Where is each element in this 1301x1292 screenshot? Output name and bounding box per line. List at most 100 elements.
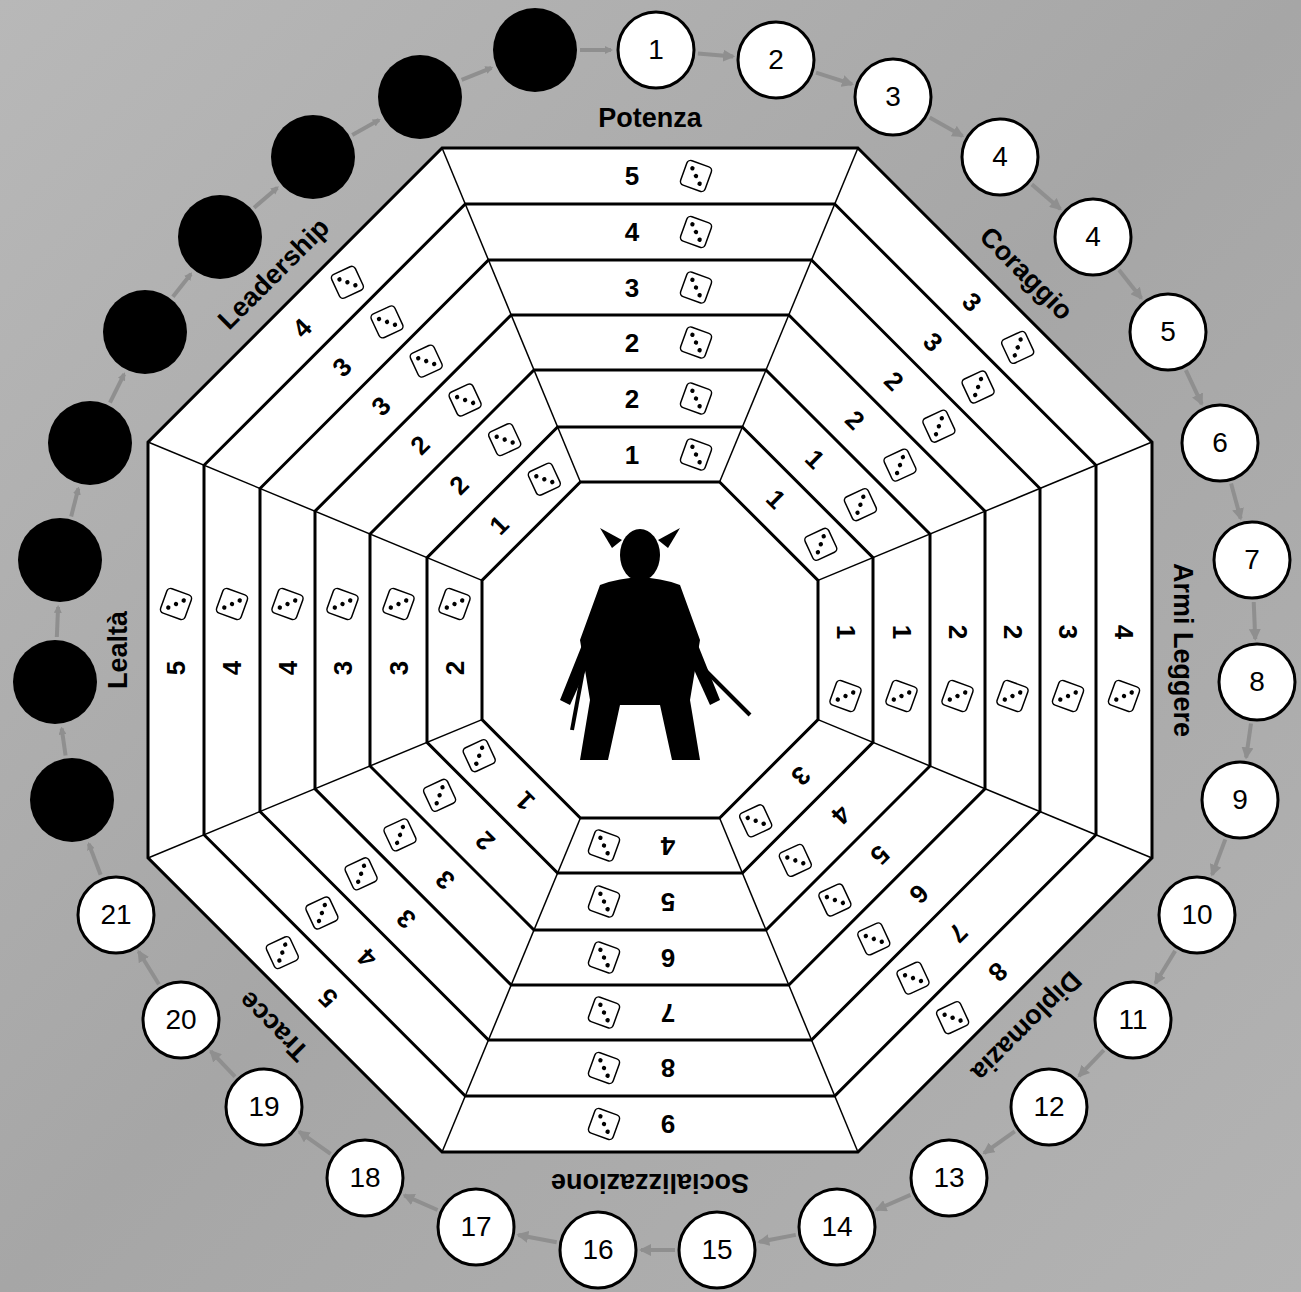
cell-value: 5 bbox=[866, 840, 895, 869]
ring-line bbox=[260, 260, 1040, 1040]
cell-value: 3 bbox=[386, 661, 412, 675]
cell-value: 2 bbox=[625, 330, 639, 356]
die-icon bbox=[487, 422, 522, 457]
track-arrow bbox=[1254, 602, 1256, 639]
die-icon bbox=[1051, 679, 1084, 712]
die-icon bbox=[409, 344, 444, 379]
track-arrow bbox=[462, 68, 492, 80]
die-icon bbox=[679, 438, 712, 471]
ring-line bbox=[370, 370, 930, 930]
step-number: 17 bbox=[436, 1187, 516, 1267]
die-icon bbox=[679, 271, 712, 304]
die-icon bbox=[818, 883, 853, 918]
cell-value: 4 bbox=[625, 219, 639, 245]
track-arrow bbox=[816, 73, 852, 84]
cell-divider bbox=[818, 720, 1152, 858]
cell-value: 7 bbox=[944, 918, 973, 947]
track-arrow bbox=[1032, 184, 1061, 209]
track-arrow bbox=[1246, 724, 1251, 758]
die-icon bbox=[422, 778, 457, 813]
track-circle: 21 bbox=[76, 875, 156, 955]
die-icon bbox=[265, 935, 300, 970]
track-circle: 8 bbox=[1217, 642, 1297, 722]
die-icon bbox=[679, 326, 712, 359]
cell-value: 2 bbox=[471, 826, 500, 855]
cell-value: 4 bbox=[275, 661, 301, 675]
track-circle: 20 bbox=[141, 980, 221, 1060]
cell-value: 1 bbox=[889, 625, 915, 639]
die-icon bbox=[935, 1000, 970, 1035]
track-arrow bbox=[71, 489, 78, 517]
track-circle-black bbox=[30, 758, 114, 842]
cell-value: 3 bbox=[330, 661, 356, 675]
track-arrow bbox=[1186, 370, 1202, 404]
cell-value: 4 bbox=[288, 313, 317, 342]
track-circle-black bbox=[271, 115, 355, 199]
track-arrow bbox=[930, 118, 963, 136]
step-number: 9 bbox=[1200, 760, 1280, 840]
track-arrow bbox=[352, 120, 379, 135]
cell-value: 1 bbox=[625, 442, 639, 468]
cell-value: 2 bbox=[945, 625, 971, 639]
track-circle: 16 bbox=[558, 1210, 638, 1290]
die-icon bbox=[305, 896, 340, 931]
track-circle: 13 bbox=[909, 1138, 989, 1218]
track-arrow bbox=[299, 1132, 330, 1154]
die-icon bbox=[382, 587, 415, 620]
ring-line bbox=[315, 315, 985, 985]
track-arrow bbox=[518, 1235, 556, 1242]
track-circle: 2 bbox=[736, 20, 816, 100]
cell-value: 4 bbox=[826, 801, 855, 830]
cell-value: 1 bbox=[510, 787, 539, 816]
die-icon bbox=[679, 159, 712, 192]
die-icon bbox=[448, 383, 483, 418]
cell-divider bbox=[720, 818, 858, 1152]
cell-value: 2 bbox=[445, 471, 474, 500]
track-circle-black bbox=[48, 401, 132, 485]
cell-value: 3 bbox=[392, 905, 421, 934]
cell-value: 3 bbox=[431, 866, 460, 895]
category-name: Armi Leggere bbox=[1169, 563, 1196, 737]
track-circle: 15 bbox=[677, 1210, 757, 1290]
die-icon bbox=[922, 409, 957, 444]
die-icon bbox=[587, 1107, 620, 1140]
track-circle: 14 bbox=[797, 1187, 877, 1267]
die-icon bbox=[961, 370, 996, 405]
step-number: 7 bbox=[1212, 520, 1292, 600]
step-number: 10 bbox=[1157, 875, 1237, 955]
cell-value: 1 bbox=[761, 485, 790, 514]
track-circle: 4 bbox=[1053, 197, 1133, 277]
track-circle-black bbox=[378, 55, 462, 139]
die-icon bbox=[804, 527, 839, 562]
ring-line bbox=[482, 482, 818, 818]
track-arrow bbox=[62, 729, 66, 756]
category-name: Socializzazione bbox=[551, 1169, 749, 1196]
track-arrow bbox=[1119, 270, 1141, 298]
cell-value: 3 bbox=[327, 353, 356, 382]
die-icon bbox=[587, 996, 620, 1029]
cell-value: 4 bbox=[661, 833, 675, 859]
track-arrow bbox=[1079, 1050, 1104, 1076]
die-icon bbox=[896, 961, 931, 996]
die-icon bbox=[587, 941, 620, 974]
cell-divider bbox=[442, 148, 580, 482]
die-icon bbox=[679, 382, 712, 415]
step-number: 20 bbox=[141, 980, 221, 1060]
cell-divider bbox=[442, 818, 580, 1152]
cell-value: 5 bbox=[625, 163, 639, 189]
step-number: 5 bbox=[1128, 292, 1208, 372]
track-circle-black bbox=[103, 290, 187, 374]
cell-value: 3 bbox=[367, 392, 396, 421]
track-circle: 4 bbox=[960, 117, 1040, 197]
track-arrow bbox=[698, 53, 733, 56]
cell-value: 8 bbox=[661, 1055, 675, 1081]
cell-value: 3 bbox=[787, 761, 816, 790]
track-circle: 19 bbox=[224, 1067, 304, 1147]
die-icon bbox=[326, 587, 359, 620]
cell-divider bbox=[818, 442, 1152, 580]
cell-value: 2 bbox=[1000, 625, 1026, 639]
step-number: 3 bbox=[853, 57, 933, 137]
die-icon bbox=[215, 587, 248, 620]
track-circle: 11 bbox=[1093, 980, 1173, 1060]
